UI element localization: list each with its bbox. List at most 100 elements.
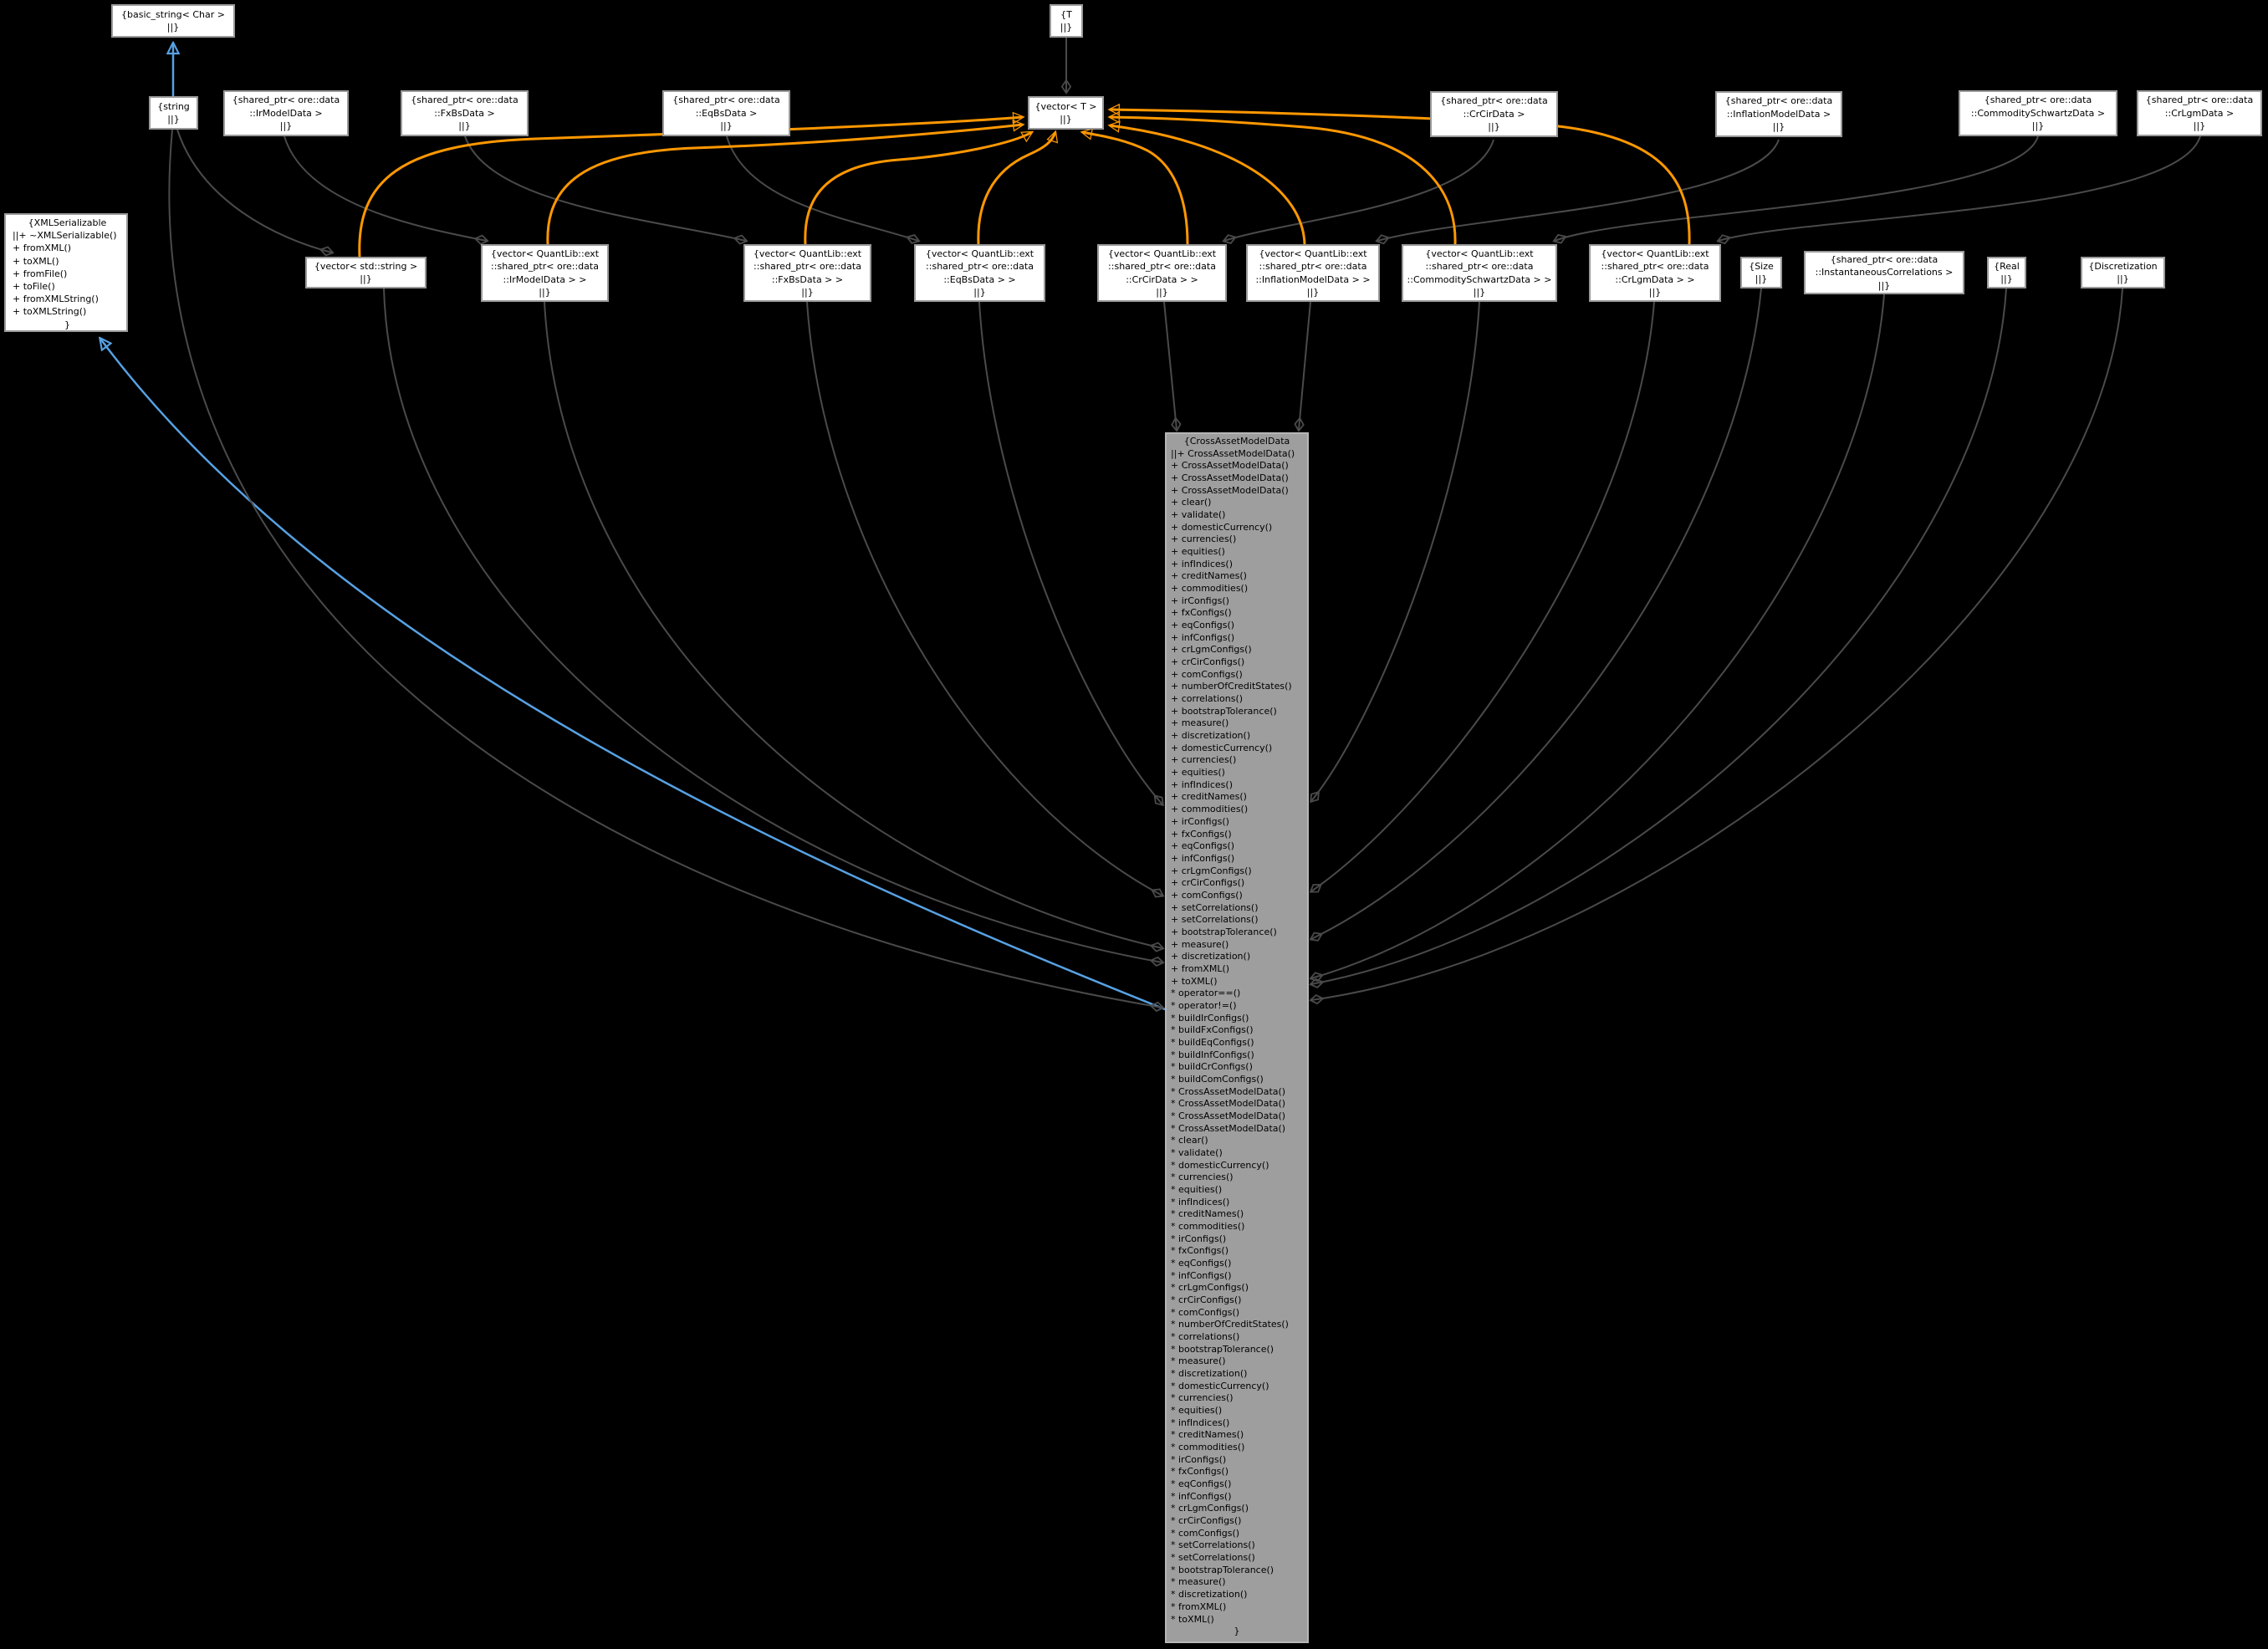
edge-discretization-to-central <box>1311 288 2123 1000</box>
member-line: * domesticCurrency() <box>1171 1380 1269 1391</box>
node-label-line: {Discretization <box>2088 260 2158 272</box>
class-title: {XMLSerializable <box>28 217 107 228</box>
member-line: * creditNames() <box>1171 1429 1244 1441</box>
node-shared-ptr-cr-cir-data[interactable]: {shared_ptr< ore::data::CrCirData >||} <box>1430 91 1558 137</box>
member-line: * correlations() <box>1171 1331 1240 1343</box>
node-label-line: ||} <box>1488 121 1500 133</box>
node-label-line: {shared_ptr< ore::data <box>1440 95 1548 107</box>
edge-vector-crlgm-to-vector-t <box>1110 110 1691 245</box>
node-shared-ptr-instantaneous-correlations[interactable]: {shared_ptr< ore::data::InstantaneousCor… <box>1804 251 1964 294</box>
node-shared-ptr-cr-lgm-data[interactable]: {shared_ptr< ore::data::CrLgmData >||} <box>2137 90 2262 136</box>
member-line: * discretization() <box>1171 1368 1248 1380</box>
node-shared-ptr-ir-model-data[interactable]: {shared_ptr< ore::data::IrModelData >||} <box>223 90 349 136</box>
node-label-line: {shared_ptr< ore::data <box>672 94 780 106</box>
node-label-line: {vector< QuantLib::ext <box>1107 248 1217 259</box>
member-line: * operator==() <box>1171 988 1241 999</box>
edge-spcrlgm-to-vector-crlgm <box>1719 135 2201 241</box>
member-line: ||+ ~XMLSerializable() <box>13 230 117 242</box>
member-line: * comConfigs() <box>1171 1306 1240 1318</box>
member-line: * bootstrapTolerance() <box>1171 1343 1274 1355</box>
member-line: + discretization() <box>1171 730 1251 742</box>
member-line: * equities() <box>1171 1405 1223 1417</box>
node-discretization[interactable]: {Discretization||} <box>2081 257 2165 288</box>
node-label-line: ::FxBsData > <box>434 107 495 119</box>
edge-vector-string-to-central <box>383 288 1162 962</box>
edge-spcom-to-vector-com <box>1555 135 2039 241</box>
member-line: * clear() <box>1171 1135 1208 1146</box>
node-label-line: ||} <box>458 120 471 132</box>
member-line: * infIndices() <box>1171 1196 1230 1207</box>
member-line: * CrossAssetModelData() <box>1171 1122 1286 1134</box>
member-line: + CrossAssetModelData() <box>1171 484 1289 496</box>
member-line: + numberOfCreditStates() <box>1171 681 1292 692</box>
node-vector-cr-cir-data[interactable]: {vector< QuantLib::ext::shared_ptr< ore:… <box>1097 244 1227 302</box>
node-t[interactable]: {T||} <box>1050 4 1083 38</box>
node-label-line: ||} <box>2031 120 2045 132</box>
member-line: * creditNames() <box>1171 1208 1244 1220</box>
member-line: * crLgmConfigs() <box>1171 1282 1249 1294</box>
node-label-line: {vector< T > <box>1034 100 1097 112</box>
edge-instcorr-to-central <box>1311 294 1885 978</box>
node-shared-ptr-eq-bs-data[interactable]: {shared_ptr< ore::data::EqBsData >||} <box>662 90 790 136</box>
edge-spir-to-vector-ir <box>284 135 487 241</box>
node-vector-std-string[interactable]: {vector< std::string >||} <box>305 257 427 288</box>
node-label-line: ||} <box>801 287 814 298</box>
member-line: * irConfigs() <box>1171 1233 1227 1244</box>
node-label-line: {T <box>1060 8 1072 20</box>
node-basic-string[interactable]: {basic_string< Char >||} <box>111 4 235 38</box>
member-line: + comConfigs() <box>1171 668 1243 680</box>
node-label-line: ||} <box>1877 279 1891 291</box>
member-line: + correlations() <box>1171 693 1244 705</box>
member-line: * infIndices() <box>1171 1417 1230 1428</box>
node-label-line: ::CrLgmData > <box>2164 107 2235 119</box>
member-line: * buildCrConfigs() <box>1171 1061 1253 1073</box>
public-member-list: ||+ CrossAssetModelData()+ CrossAssetMod… <box>1167 448 1307 988</box>
node-label-line: {Real <box>1994 260 2020 272</box>
node-shared-ptr-inflation-model-data[interactable]: {shared_ptr< ore::data::InflationModelDa… <box>1715 91 1842 137</box>
member-line: + fromXML() <box>1171 962 1230 974</box>
node-vector-ir-model-data[interactable]: {vector< QuantLib::ext::shared_ptr< ore:… <box>481 244 609 302</box>
node-label-line: {shared_ptr< ore::data <box>232 94 340 106</box>
member-line: + clear() <box>1171 497 1212 508</box>
node-label-line: {vector< QuantLib::ext <box>1425 248 1534 259</box>
edge-vector-string-to-vector-t <box>358 117 1023 258</box>
member-line: + crLgmConfigs() <box>1171 865 1252 876</box>
member-line: + infIndices() <box>1171 558 1233 569</box>
node-vector-commodity-schwartz-data[interactable]: {vector< QuantLib::ext::shared_ptr< ore:… <box>1402 244 1557 302</box>
node-label-line: ::CrLgmData > > <box>1615 273 1695 285</box>
node-label-line: ::EqBsData > > <box>943 273 1016 285</box>
member-line: + bootstrapTolerance() <box>1171 926 1277 937</box>
node-vector-cr-lgm-data[interactable]: {vector< QuantLib::ext::shared_ptr< ore:… <box>1589 244 1721 302</box>
member-line: + fxConfigs() <box>1171 607 1232 619</box>
node-real[interactable]: {Real||} <box>1987 257 2026 288</box>
node-vector-t[interactable]: {vector< T >||} <box>1028 96 1104 130</box>
node-string[interactable]: {string||} <box>149 96 198 130</box>
member-line: + eqConfigs() <box>1171 840 1235 852</box>
node-xml-serializable[interactable]: {XMLSerializable ||+ ~XMLSerializable()+… <box>4 213 128 332</box>
node-label-line: {Size <box>1749 260 1774 272</box>
member-line: * discretization() <box>1171 1589 1248 1600</box>
node-vector-eq-bs-data[interactable]: {vector< QuantLib::ext::shared_ptr< ore:… <box>914 244 1045 302</box>
member-line: + fromXMLString() <box>13 294 99 305</box>
node-label-line: {vector< QuantLib::ext <box>1601 248 1709 259</box>
node-label-line: ||} <box>720 120 733 132</box>
node-cross-asset-model-data[interactable]: {CrossAssetModelData ||+ CrossAssetModel… <box>1165 432 1309 1643</box>
node-shared-ptr-commodity-schwartz-data[interactable]: {shared_ptr< ore::data::CommoditySchwart… <box>1959 90 2117 136</box>
node-vector-inflation-model-data[interactable]: {vector< QuantLib::ext::shared_ptr< ore:… <box>1246 244 1380 302</box>
node-vector-fx-bs-data[interactable]: {vector< QuantLib::ext::shared_ptr< ore:… <box>743 244 871 302</box>
node-label-line: ::FxBsData > > <box>771 273 844 285</box>
member-line: + CrossAssetModelData() <box>1171 460 1289 472</box>
member-line: + toXMLString() <box>13 306 87 318</box>
member-line: * numberOfCreditStates() <box>1171 1319 1289 1330</box>
node-label-line: ::InflationModelData > > <box>1255 273 1371 285</box>
node-label-line: ::InstantaneousCorrelations > <box>1815 267 1954 278</box>
member-line: * crCirConfigs() <box>1171 1515 1242 1527</box>
member-line: + fromXML() <box>13 242 72 254</box>
node-shared-ptr-fx-bs-data[interactable]: {shared_ptr< ore::data::FxBsData >||} <box>401 90 529 136</box>
edge-spinf-to-vector-inf <box>1377 139 1780 241</box>
node-label-line: ||} <box>1648 287 1662 298</box>
member-line: + commodities() <box>1171 804 1249 815</box>
node-size[interactable]: {Size||} <box>1740 257 1782 288</box>
member-line: * buildInfConfigs() <box>1171 1049 1254 1060</box>
